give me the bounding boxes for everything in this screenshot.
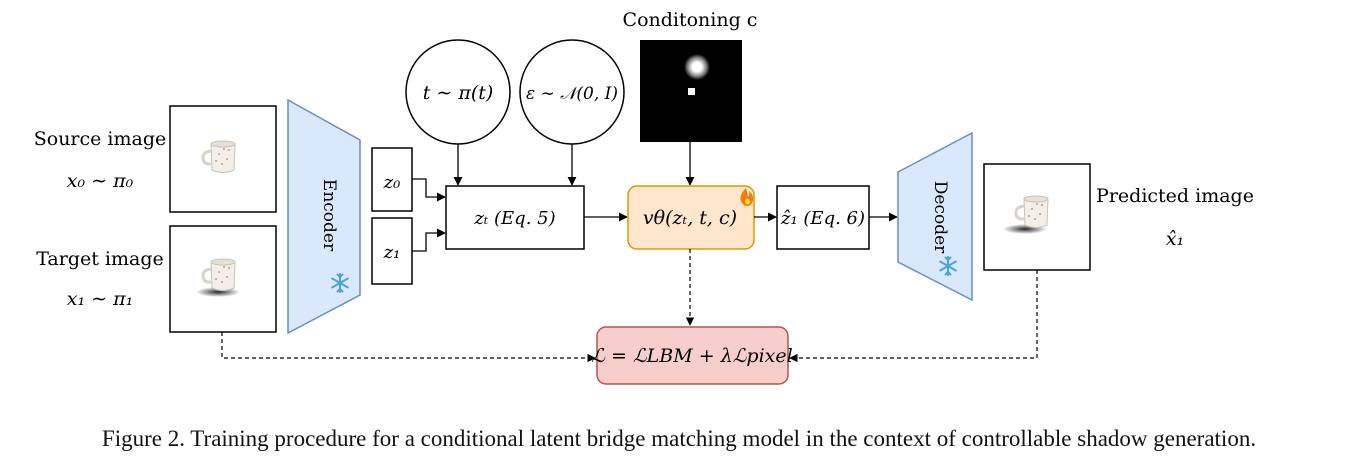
z1-label: z₁ [383,242,401,263]
fire-icon [740,188,754,206]
target-image-label: Target image [36,248,164,270]
encoder-label: Encoder [319,179,339,252]
z1-to-zt-arrow [412,228,446,252]
z0-to-zt-arrow [412,178,446,202]
loss-label: ℒ = ℒLBM + λℒpixel [591,345,792,367]
encoder-block: Encoder [287,98,361,335]
source-distribution: x₀ ∼ π₀ [67,170,134,192]
z0-box: z₀ [371,147,413,212]
z1-box: z₁ [371,217,413,285]
predicted-image-label: Predicted image [1096,185,1254,207]
zt-box: zₜ (Eq. 5) [445,185,585,250]
velocity-model-label: vθ(zₜ, t, c) [643,207,737,229]
source-image [169,105,277,213]
target-distribution: x₁ ∼ π₁ [67,288,133,310]
conditioning-map [640,40,742,142]
decoder-label: Decoder [930,181,950,254]
prediction-to-loss-arrow [789,270,1038,363]
predicted-symbol: x̂₁ [1166,228,1184,250]
figure-caption: Figure 2. Training procedure for a condi… [101,426,1257,451]
conditioning-label: Conditoning c [623,9,758,31]
noise-sampling-label: ε ∼ 𝒩(0, I) [526,84,618,104]
target-image [169,225,277,333]
velocity-model-box: vθ(zₜ, t, c) [627,185,755,250]
time-sampling-node: t ∼ π(t) [405,39,511,145]
zhat-label: ẑ₁ (Eq. 6) [780,208,865,229]
z0-label: z₀ [383,172,401,193]
predicted-image [983,163,1091,271]
target-to-loss-arrow [221,332,596,363]
noise-sampling-node: ε ∼ 𝒩(0, I) [519,39,625,145]
loss-box: ℒ = ℒLBM + λℒpixel [591,326,793,385]
decoder-block: Decoder [897,131,973,302]
source-image-label: Source image [34,128,167,150]
training-diagram: Source image x₀ ∼ π₀ Target image x₁ ∼ π… [34,9,1254,385]
time-sampling-label: t ∼ π(t) [423,82,494,104]
zt-label: zₜ (Eq. 5) [473,208,555,229]
zhat-box: ẑ₁ (Eq. 6) [776,185,870,250]
